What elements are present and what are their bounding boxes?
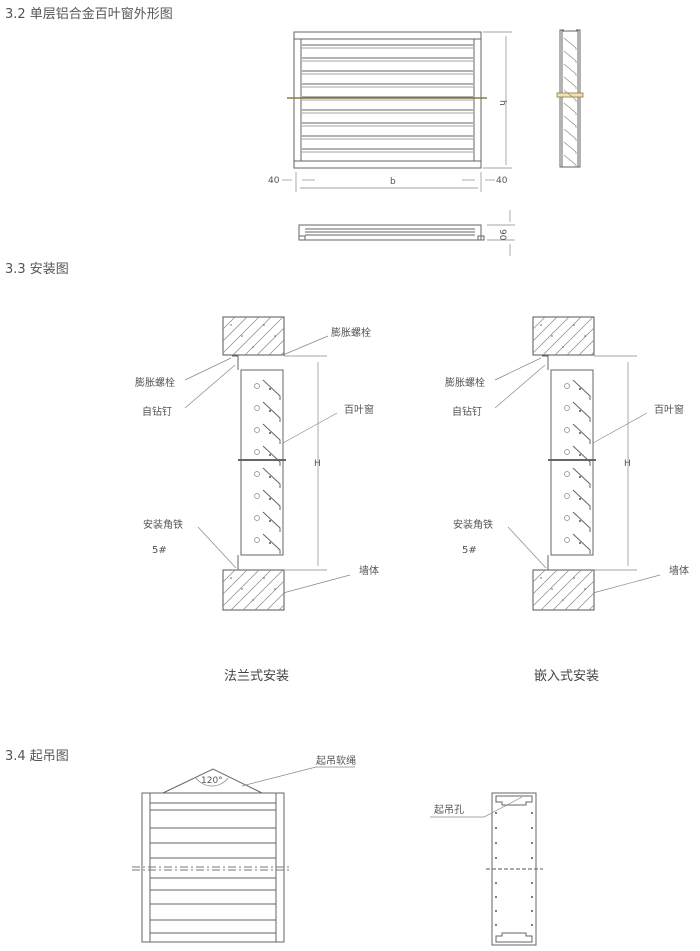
section-heading-outline: 3.2 单层铝合金百叶窗外形图 (5, 6, 173, 22)
dimension-b: b 40 40 (268, 172, 508, 192)
blade (563, 102, 577, 115)
blade (563, 76, 577, 89)
blade (563, 63, 577, 76)
label-self-drilling-screw: 自钻钉 (452, 405, 482, 418)
rivet-hole (495, 812, 497, 814)
label-wall: 墙体 (359, 564, 379, 577)
rivet-hole (531, 842, 533, 844)
label-angle-iron-size: 5# (152, 545, 167, 556)
label-expansion-bolt-top: 膨胀螺栓 (331, 326, 371, 339)
wall-section (532, 316, 595, 356)
louver-section (550, 369, 594, 556)
rivet-hole (495, 857, 497, 859)
caption-embedded-install: 嵌入式安装 (534, 669, 599, 684)
side-view (556, 29, 584, 168)
dim-depth-label: 90 (497, 229, 507, 241)
rivet-hole (531, 882, 533, 884)
dim-H-label: H (314, 459, 321, 469)
label-wall: 墙体 (669, 564, 689, 577)
dim-left-label: 40 (268, 176, 280, 186)
rivet-hole (531, 857, 533, 859)
rivet-hole (531, 812, 533, 814)
rivet-hole (495, 842, 497, 844)
wall-section (222, 316, 285, 356)
label-lifting-hole: 起吊孔 (434, 804, 464, 816)
dim-right-label: 40 (496, 176, 508, 186)
rivet-hole (531, 924, 533, 926)
label-louver: 百叶窗 (344, 403, 374, 416)
flange-install-drawing: 膨胀螺栓 膨胀螺栓 自钻钉 百叶窗 安装角铁 5# 墙体 H 法兰式安装 (135, 316, 379, 684)
blade (563, 128, 577, 141)
lifting-front-drawing: 120° 起吊软绳 (132, 754, 356, 943)
caption-flange-install: 法兰式安装 (224, 669, 289, 684)
lifting-side-drawing: 起吊孔 (430, 792, 543, 946)
rivet-hole (531, 827, 533, 829)
label-angle-iron: 安装角铁 (143, 518, 183, 531)
blade (563, 154, 577, 167)
blade (563, 50, 577, 63)
top-view: 90 (298, 210, 515, 256)
label-lifting-sling: 起吊软绳 (316, 754, 356, 767)
front-view (287, 31, 487, 169)
dim-H-label: H (624, 459, 631, 469)
label-louver: 百叶窗 (654, 403, 684, 416)
label-self-drilling-screw: 自钻钉 (142, 405, 172, 418)
louver-section (240, 369, 284, 556)
label-expansion-bolt: 膨胀螺栓 (445, 376, 485, 389)
rivet-hole (531, 896, 533, 898)
rivet-hole (495, 910, 497, 912)
sling-angle-label: 120° (201, 776, 223, 786)
label-angle-iron-size: 5# (462, 545, 477, 556)
blade (563, 37, 577, 50)
section-heading-lifting: 3.4 起吊图 (5, 749, 69, 764)
rivet-hole (495, 896, 497, 898)
label-expansion-bolt: 膨胀螺栓 (135, 376, 175, 389)
rivet-hole (495, 827, 497, 829)
dim-b-label: b (390, 177, 396, 187)
section-heading-install: 3.3 安装图 (5, 262, 69, 277)
rivet-hole (495, 882, 497, 884)
blade (563, 89, 577, 102)
blade (563, 141, 577, 154)
label-angle-iron: 安装角铁 (453, 518, 493, 531)
dim-h-label: h (497, 100, 507, 106)
rivet-hole (531, 910, 533, 912)
dimension-h: h (483, 31, 512, 169)
blade (563, 115, 577, 128)
rivet-hole (495, 924, 497, 926)
embedded-install-drawing: 膨胀螺栓 自钻钉 百叶窗 安装角铁 5# 墙体 H 嵌入式安装 (445, 316, 689, 684)
